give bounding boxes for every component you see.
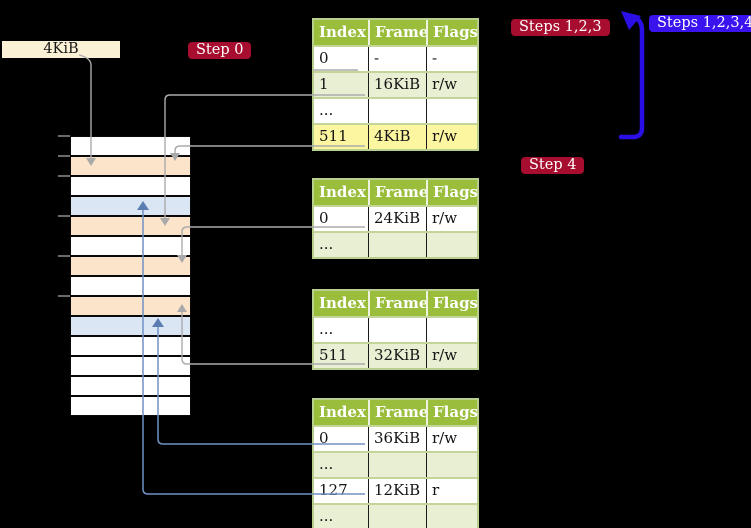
memory-frame-row — [71, 297, 190, 317]
table-cell — [426, 99, 477, 123]
memory-frame-row — [71, 377, 190, 397]
memory-frame-row — [71, 397, 190, 415]
table-cell — [426, 505, 477, 528]
table-cell — [426, 233, 477, 257]
table-row: 0-- — [314, 45, 477, 71]
memory-frame-row — [71, 257, 190, 277]
column-header: Frame — [368, 180, 428, 205]
column-header: Flags — [426, 180, 478, 205]
table-row: ... — [314, 451, 477, 477]
table-cell — [426, 318, 477, 342]
table-row: ... — [314, 97, 477, 123]
column-header: Index — [319, 23, 366, 41]
column-header: Frame — [368, 20, 428, 45]
arrowhead-up-left-icon — [621, 11, 641, 30]
table-cell — [368, 233, 426, 257]
table-cell: ... — [314, 99, 368, 123]
table-cell: r/w — [426, 427, 477, 451]
table-cell: 24KiB — [368, 207, 426, 231]
table-cell: 0 — [314, 207, 368, 231]
table-cell: 0 — [314, 47, 368, 71]
table-cell — [368, 505, 426, 528]
memory-frame-row — [71, 157, 190, 177]
table-cell: ... — [314, 233, 368, 257]
table-cell — [368, 453, 426, 477]
memory-frame-row — [71, 177, 190, 197]
chunk-size-label: 4KiB — [2, 41, 120, 58]
physical-memory-strip — [70, 136, 191, 416]
table-cell: ... — [314, 318, 368, 342]
table-cell: 4KiB — [368, 125, 426, 149]
table-cell: ... — [314, 505, 368, 528]
memory-frame-row — [71, 337, 190, 357]
table-row: ... — [314, 231, 477, 257]
table-cell — [426, 453, 477, 477]
table-cell — [368, 318, 426, 342]
badge-step-0: Step 0 — [188, 42, 252, 59]
table-cell: 0 — [314, 427, 368, 451]
column-header: Frame — [368, 291, 428, 316]
table-cell: r/w — [426, 344, 477, 368]
column-header: Index — [319, 403, 366, 421]
table-cell: 32KiB — [368, 344, 426, 368]
column-header: Frame — [368, 400, 428, 425]
badge-steps-1-2-3-4: Steps 1,2,3,4 — [649, 15, 751, 32]
table-cell: r/w — [426, 73, 477, 97]
badge-step-4: Step 4 — [521, 157, 585, 174]
memory-frame-row — [71, 357, 190, 377]
table-row: ... — [314, 503, 477, 528]
table-cell: 16KiB — [368, 73, 426, 97]
column-header: Index — [319, 294, 366, 312]
table-cell: 511 — [314, 344, 368, 368]
memory-frame-row — [71, 277, 190, 297]
table-cell: 36KiB — [368, 427, 426, 451]
table-cell: 1 — [314, 73, 368, 97]
table-cell: r/w — [426, 125, 477, 149]
repeat-steps-arrow — [618, 11, 645, 140]
table-cell: 127 — [314, 479, 368, 503]
table-row: ... — [314, 316, 477, 342]
table-cell: r — [426, 479, 477, 503]
table-cell: 12KiB — [368, 479, 426, 503]
column-header: Index — [319, 183, 366, 201]
badge-steps-1-2-3: Steps 1,2,3 — [511, 19, 610, 36]
memory-frame-row — [71, 237, 190, 257]
memory-frame-row — [71, 137, 190, 157]
column-header: Flags — [426, 20, 478, 45]
memory-address-ticks — [58, 135, 70, 297]
table-cell — [368, 99, 426, 123]
table-cell: r/w — [426, 207, 477, 231]
column-header: Flags — [426, 291, 478, 316]
table-cell: 511 — [314, 125, 368, 149]
table-cell: - — [426, 47, 477, 71]
column-header: Flags — [426, 400, 478, 425]
table-cell: - — [368, 47, 426, 71]
table-cell: ... — [314, 453, 368, 477]
memory-frame-row — [71, 197, 190, 217]
memory-frame-row — [71, 217, 190, 237]
memory-frame-row — [71, 317, 190, 337]
